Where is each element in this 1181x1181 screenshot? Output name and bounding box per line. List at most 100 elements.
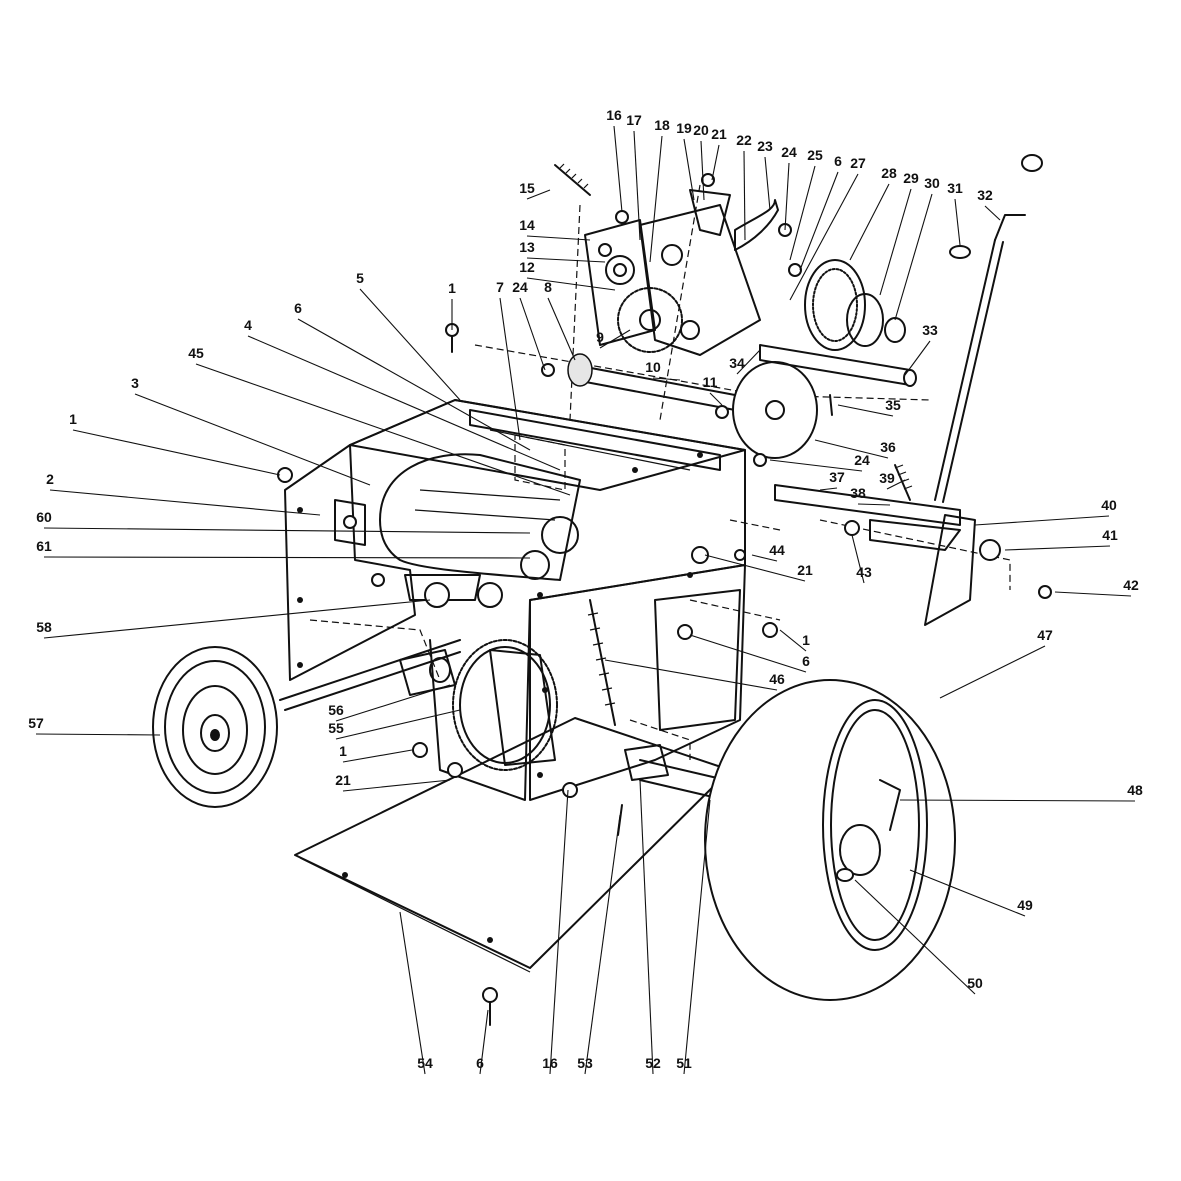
callout-leader-c36 (814, 439, 889, 459)
callout-leader-c23 (764, 156, 771, 211)
callout-label-c25: 25 (807, 147, 823, 163)
callout-leader-c3 (134, 393, 371, 486)
callout-leader-c7 (499, 297, 521, 441)
callout-leader-c16a (613, 125, 623, 213)
callout-leader-c47 (939, 645, 1046, 699)
callout-leader-c58 (43, 599, 431, 639)
callout-leader-c57 (35, 733, 161, 736)
callout-label-c7: 7 (496, 279, 504, 295)
callout-label-c33: 33 (922, 322, 938, 338)
callout-label-c1c: 1 (802, 632, 810, 648)
callout-leader-c55 (335, 709, 461, 740)
callout-label-c10: 10 (645, 359, 661, 375)
shift-linkage (774, 154, 1052, 626)
callout-label-c56: 56 (328, 702, 344, 718)
callout-leader-c44 (751, 554, 778, 562)
callout-leader-c2 (49, 489, 321, 516)
callout-leader-c50 (854, 879, 976, 995)
callout-leader-c12 (526, 277, 616, 291)
callout-leader-c24b (519, 297, 546, 371)
callout-label-c4: 4 (244, 317, 252, 333)
callout-label-c18: 18 (654, 117, 670, 133)
callout-leader-c51 (683, 799, 711, 1075)
callout-leader-c39 (886, 479, 906, 490)
callout-leader-c21a (711, 144, 720, 181)
callout-label-c37: 37 (829, 469, 845, 485)
callout-label-c47: 47 (1037, 627, 1053, 643)
callout-leader-c41 (1004, 545, 1111, 551)
callout-leader-c38 (857, 503, 891, 506)
callout-label-c39: 39 (879, 470, 895, 486)
extension-spring (587, 599, 616, 726)
callout-leader-c28 (849, 183, 890, 261)
callout-label-c52: 52 (645, 1055, 661, 1071)
callout-leader-c8 (547, 297, 576, 361)
callout-leader-c10 (652, 377, 681, 381)
callout-label-c21a: 21 (711, 126, 727, 142)
callout-label-c6c: 6 (802, 653, 810, 669)
callout-leader-c1c (779, 629, 807, 652)
callout-leader-c14 (526, 235, 591, 241)
callout-leader-c61 (43, 556, 531, 559)
callout-label-c30: 30 (924, 175, 940, 191)
callout-label-c42: 42 (1123, 577, 1139, 593)
callout-leader-c22 (743, 150, 746, 241)
callout-label-c12: 12 (519, 259, 535, 275)
callout-leader-c49 (909, 869, 1026, 917)
callout-label-c13: 13 (519, 239, 535, 255)
callout-leader-c54 (399, 911, 426, 1075)
callout-leader-c27 (789, 173, 859, 301)
callout-leader-c6d (479, 1009, 489, 1075)
callout-leader-c43 (851, 534, 865, 584)
callout-leader-c1d (342, 749, 413, 763)
callout-label-c19: 19 (676, 120, 692, 136)
callout-leader-c6a (799, 171, 839, 271)
callout-label-c16b: 16 (542, 1055, 558, 1071)
callout-leader-c24c (769, 459, 863, 472)
callout-leader-c56 (335, 684, 451, 722)
callout-label-c32: 32 (977, 187, 993, 203)
callout-label-c16a: 16 (606, 107, 622, 123)
callout-label-c28: 28 (881, 165, 897, 181)
callout-leader-c21b (704, 554, 806, 582)
callout-label-c58: 58 (36, 619, 52, 635)
callout-leader-c34 (736, 349, 761, 375)
callout-label-c9: 9 (596, 329, 604, 345)
callout-leader-c33 (904, 340, 931, 376)
callout-label-c44: 44 (769, 542, 785, 558)
callout-label-c11: 11 (703, 374, 718, 390)
callout-label-c29: 29 (903, 170, 919, 186)
callout-leader-c20 (700, 140, 705, 201)
callout-label-c20: 20 (693, 122, 709, 138)
callout-leader-c4 (247, 335, 561, 471)
callout-label-c57: 57 (28, 715, 44, 731)
callout-leader-c11 (709, 392, 723, 406)
callout-leader-c60 (43, 527, 531, 534)
callout-label-c17: 17 (626, 112, 642, 128)
callout-label-c6d: 6 (476, 1055, 484, 1071)
callout-label-c21b: 21 (797, 562, 813, 578)
callout-leader-c19 (683, 138, 695, 201)
callout-leader-c32 (984, 205, 1001, 221)
callout-label-c45: 45 (188, 345, 204, 361)
callout-leader-c16b (549, 789, 569, 1075)
callout-leader-c45 (195, 363, 571, 496)
callout-label-c49: 49 (1017, 897, 1033, 913)
callout-label-c5: 5 (356, 270, 364, 286)
callout-leader-c53 (584, 814, 621, 1075)
callout-leader-c9 (599, 329, 631, 349)
callout-leader-c40 (974, 515, 1110, 526)
callout-label-c36: 36 (880, 439, 896, 455)
wheel-assembly (624, 679, 956, 1001)
callout-label-c15: 15 (519, 180, 535, 196)
callout-label-c50: 50 (967, 975, 983, 991)
callout-label-c35: 35 (885, 397, 901, 413)
callout-leader-c13 (526, 257, 606, 263)
callout-label-c43: 43 (856, 564, 872, 580)
callout-label-c55: 55 (328, 720, 344, 736)
callout-label-c3: 3 (131, 375, 139, 391)
callout-leader-c18 (649, 135, 663, 263)
callout-leader-c30 (894, 193, 933, 321)
callout-leader-c1b (72, 429, 281, 476)
